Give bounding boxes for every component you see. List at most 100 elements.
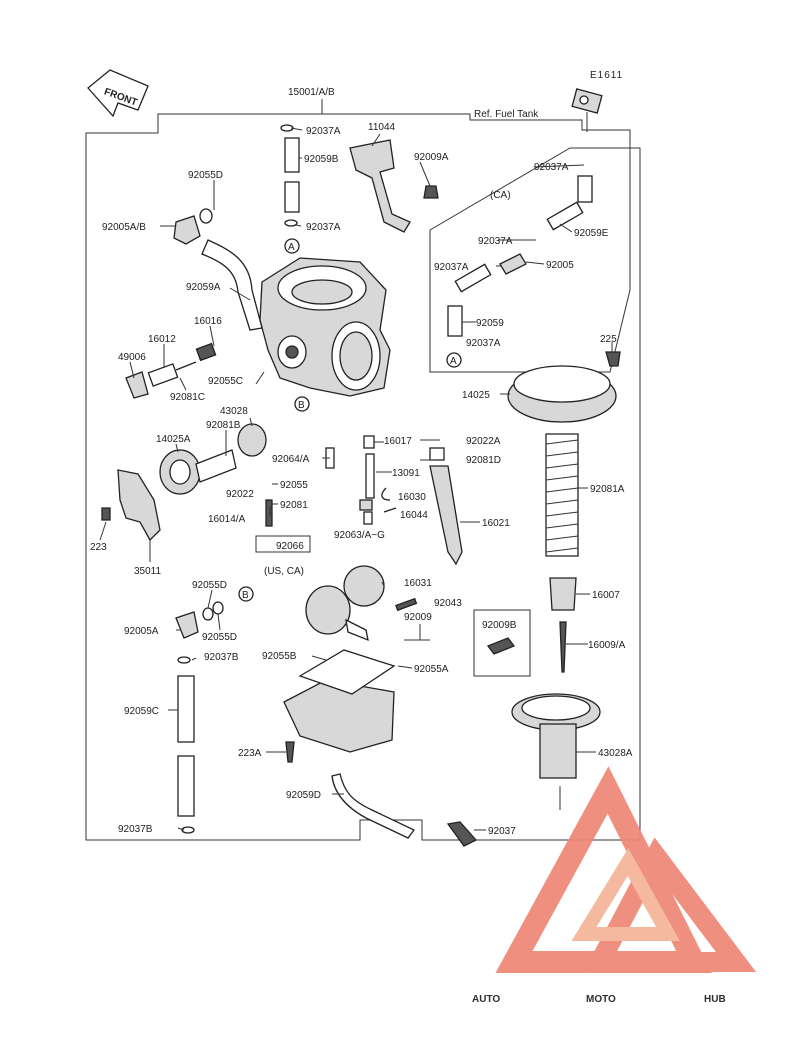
screw-225 <box>605 351 621 367</box>
leader-lines <box>99 127 613 831</box>
ca-fitting-92005 <box>499 253 527 275</box>
float-16031 <box>305 565 385 642</box>
label-14025a: 14025A <box>156 434 191 445</box>
box-92009b <box>473 609 531 677</box>
box-92066 <box>255 535 311 553</box>
logo-text-moto: MOTO <box>586 994 616 1005</box>
callout-b-mid: B <box>294 396 310 412</box>
svg-text:A: A <box>450 356 457 367</box>
label-92059d: 92059D <box>286 790 321 801</box>
label-49006: 49006 <box>118 352 146 363</box>
front-arrow-icon: FRONT <box>87 69 149 118</box>
label-35011: 35011 <box>134 566 162 577</box>
label-92037b-top: 92037B <box>204 652 239 663</box>
label-92037a-right: 92037A <box>534 162 569 173</box>
screw-223 <box>101 507 111 521</box>
label-16021: 16021 <box>482 518 510 529</box>
label-92059: 92059 <box>476 318 504 329</box>
hose-92059c-lower <box>177 755 195 817</box>
cover-14025a <box>159 423 267 495</box>
label-16030: 16030 <box>398 492 426 503</box>
clip-92037b-bot <box>181 826 195 834</box>
float-bowl <box>283 649 396 753</box>
label-92066: 92066 <box>276 541 304 552</box>
label-92009b: 92009B <box>482 620 517 631</box>
automotohub-logo: AUTO MOTO HUB <box>472 766 757 1005</box>
label-92005: 92005 <box>546 260 574 271</box>
label-16044: 16044 <box>400 510 428 521</box>
bolt-92009a <box>423 185 439 199</box>
gasket-92037 <box>446 821 478 847</box>
ca-tube-left <box>454 263 492 293</box>
callout-b-low: B <box>238 586 254 602</box>
label-16017: 16017 <box>384 436 412 447</box>
ca-note: (CA) <box>490 190 511 201</box>
callout-a-ca: A <box>446 352 462 368</box>
ref-fuel-tank-label: Ref. Fuel Tank <box>474 109 539 120</box>
fuel-tank-fitting <box>571 88 603 132</box>
label-92022a: 92022A <box>466 436 501 447</box>
logo-text-hub: HUB <box>704 994 726 1005</box>
label-92005a: 92005A <box>124 626 159 637</box>
diagram-code: E1611 <box>590 70 623 81</box>
label-92037b-bot: 92037B <box>118 824 153 835</box>
label-225: 225 <box>600 334 617 345</box>
label-92037a-top: 92037A <box>306 126 341 137</box>
ca-tube-92059e <box>546 201 584 231</box>
ca-tube-92059 <box>447 305 463 337</box>
label-92037: 92037 <box>488 826 516 837</box>
label-16007: 16007 <box>592 590 620 601</box>
label-92081b: 92081B <box>206 420 241 431</box>
bracket-11044 <box>349 139 411 233</box>
label-223: 223 <box>90 542 107 553</box>
fitting-92005ab <box>173 208 213 245</box>
label-16016: 16016 <box>194 316 222 327</box>
label-92055d-top: 92055D <box>188 170 223 181</box>
carburetor-body <box>259 257 391 397</box>
top-cap-14025 <box>507 365 617 423</box>
pin-92043 <box>395 597 418 612</box>
us-ca-note: (US, CA) <box>264 566 304 577</box>
tube-upper <box>284 181 300 213</box>
label-14025: 14025 <box>462 390 490 401</box>
needle-16021 <box>429 465 463 566</box>
hose-92059d <box>331 773 415 839</box>
label-92059b: 92059B <box>304 154 339 165</box>
label-43028: 43028 <box>220 406 248 417</box>
label-92037a-ca1: 92037A <box>478 236 513 247</box>
svg-text:B: B <box>242 590 249 601</box>
logo-text-auto: AUTO <box>472 994 500 1005</box>
label-16014a: 16014/A <box>208 514 246 525</box>
label-92055: 92055 <box>280 480 308 491</box>
diaphragm-43028a <box>511 693 601 779</box>
part-labels: 92037A 11044 92059B 92009A 92037A 92055D… <box>90 122 633 837</box>
tube-92059b <box>284 137 300 173</box>
label-92081c: 92081C <box>170 392 205 403</box>
label-92064a: 92064/A <box>272 454 310 465</box>
label-92055d-low: 92055D <box>192 580 227 591</box>
holder-16007 <box>549 577 577 611</box>
ca-tube-top <box>577 175 593 203</box>
label-16012: 16012 <box>148 334 176 345</box>
label-92081: 92081 <box>280 500 308 511</box>
label-92055b: 92055B <box>262 651 297 662</box>
label-92063ag: 92063/A~G <box>334 530 385 541</box>
screw-223a <box>285 741 295 763</box>
label-92081d: 92081D <box>466 455 501 466</box>
label-92055d-b: 92055D <box>202 632 237 643</box>
label-16009a: 16009/A <box>588 640 626 651</box>
hose-92059a <box>201 239 263 331</box>
label-92037a-mid: 92037A <box>306 222 341 233</box>
label-16031: 16031 <box>404 578 432 589</box>
label-13091: 13091 <box>392 468 420 479</box>
label-92059a: 92059A <box>186 282 221 293</box>
label-11044: 11044 <box>368 122 396 133</box>
label-223a: 223A <box>238 748 262 759</box>
label-92043: 92043 <box>434 598 462 609</box>
label-92009: 92009 <box>404 612 432 623</box>
svg-text:B: B <box>298 400 305 411</box>
label-92059e: 92059E <box>574 228 609 239</box>
top-assembly-label: 15001/A/B <box>288 87 335 98</box>
callout-a-top: A <box>284 238 300 254</box>
